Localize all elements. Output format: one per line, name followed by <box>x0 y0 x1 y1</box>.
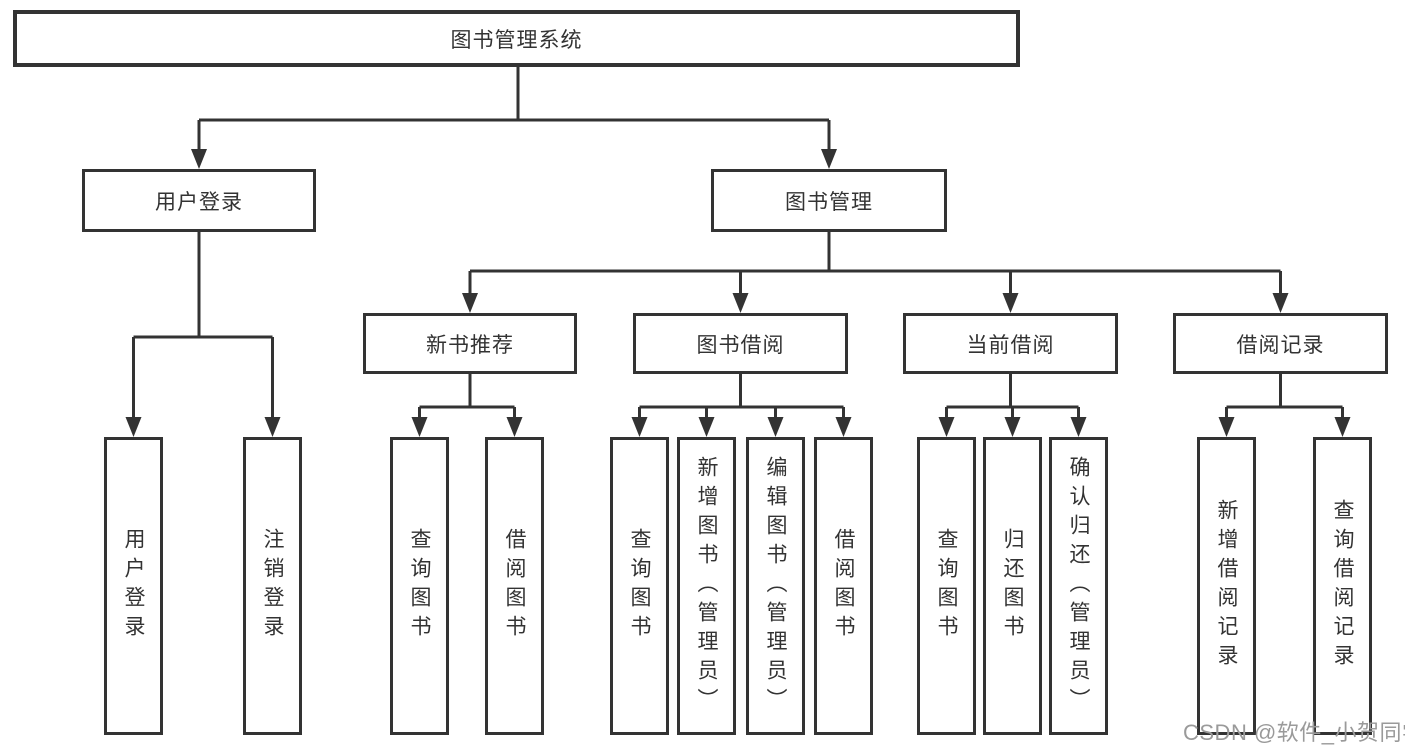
leaf-label: 查询图书 <box>628 528 652 644</box>
node-book-borrowing: 图书借阅 <box>633 313 848 374</box>
leaf-return-books: 归还图书 <box>983 437 1042 735</box>
leaf-label: 查询图书 <box>408 528 432 644</box>
leaf-borrow-books: 借阅图书 <box>814 437 873 735</box>
leaf-label: 新增图书（管理员） <box>695 455 719 717</box>
leaf-borrow-books-recommend: 借阅图书 <box>485 437 544 735</box>
leaf-add-borrow-record: 新增借阅记录 <box>1197 437 1256 735</box>
leaf-label: 借阅图书 <box>832 528 856 644</box>
leaf-query-borrow-record: 查询借阅记录 <box>1313 437 1372 735</box>
node-label: 图书管理 <box>785 190 873 214</box>
node-label: 新书推荐 <box>426 333 514 357</box>
node-library-management-system: 图书管理系统 <box>13 10 1020 67</box>
leaf-user-login: 用户登录 <box>104 437 163 735</box>
node-label: 借阅记录 <box>1236 333 1325 357</box>
node-current-borrowing: 当前借阅 <box>903 313 1118 374</box>
leaf-confirm-return-admin: 确认归还（管理员） <box>1049 437 1108 735</box>
node-user-login: 用户登录 <box>82 169 316 232</box>
leaf-label: 新增借阅记录 <box>1215 499 1239 673</box>
csdn-watermark: CSDN @软件_小贺同学 <box>1183 720 1405 745</box>
leaf-label: 编辑图书（管理员） <box>764 455 788 717</box>
node-label: 图书管理系统 <box>450 28 583 52</box>
leaf-label: 借阅图书 <box>503 528 527 644</box>
leaf-query-books-borrowing: 查询图书 <box>610 437 669 735</box>
leaf-edit-books-admin: 编辑图书（管理员） <box>746 437 805 735</box>
node-book-management: 图书管理 <box>711 169 947 232</box>
leaf-label: 归还图书 <box>1001 528 1025 644</box>
node-label: 图书借阅 <box>696 333 785 357</box>
leaf-label: 查询借阅记录 <box>1331 499 1355 673</box>
leaf-label: 查询图书 <box>935 528 959 644</box>
leaf-query-books-recommend: 查询图书 <box>390 437 449 735</box>
leaf-label: 注销登录 <box>261 528 285 644</box>
node-new-book-recommendation: 新书推荐 <box>363 313 577 374</box>
leaf-label: 确认归还（管理员） <box>1067 455 1091 717</box>
node-borrowing-records: 借阅记录 <box>1173 313 1388 374</box>
leaf-query-books-current: 查询图书 <box>917 437 976 735</box>
leaf-add-books-admin: 新增图书（管理员） <box>677 437 736 735</box>
node-label: 当前借阅 <box>966 333 1055 357</box>
leaf-logout: 注销登录 <box>243 437 302 735</box>
leaf-label: 用户登录 <box>122 528 146 644</box>
node-label: 用户登录 <box>155 190 243 214</box>
